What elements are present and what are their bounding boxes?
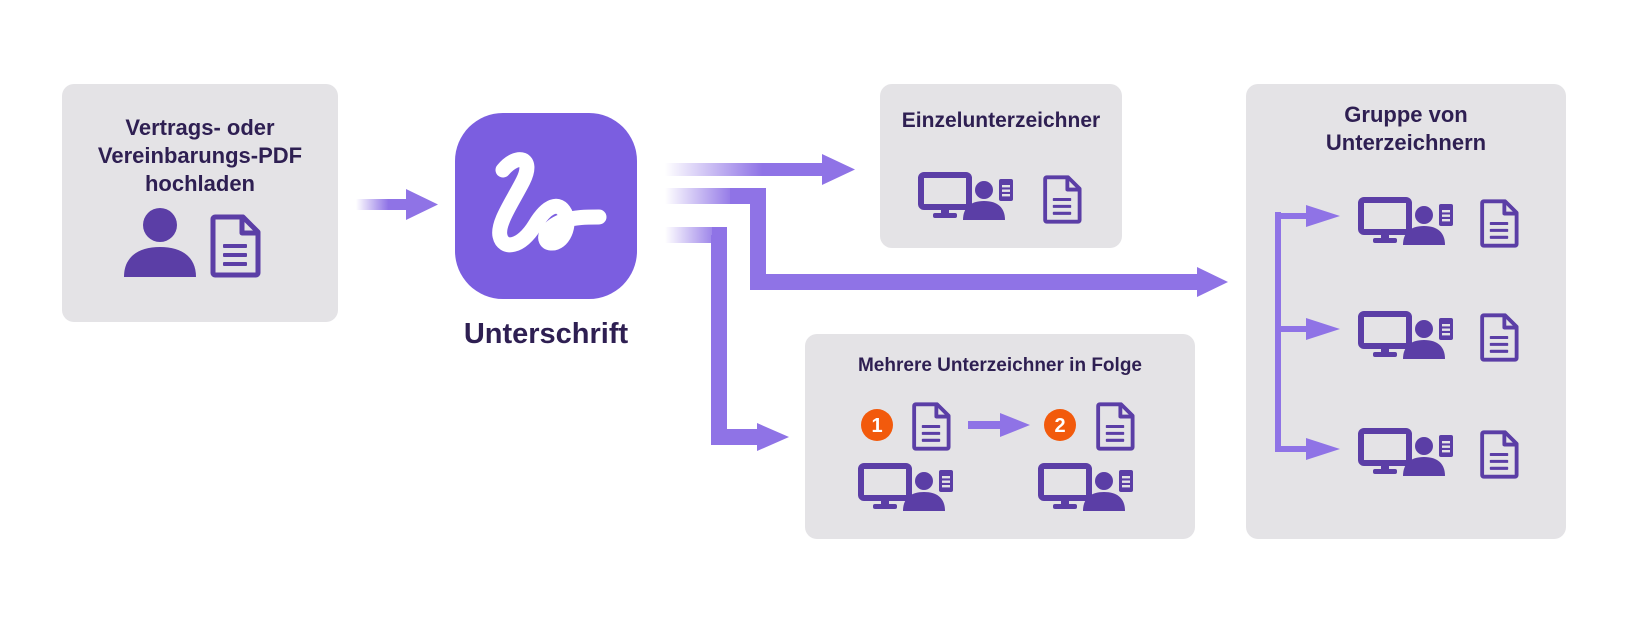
signature-icon (492, 152, 607, 253)
arrow-to-sequence (665, 227, 762, 445)
sequence-signers-title: Mehrere Unterzeichner in Folge (857, 355, 1142, 376)
person-icon (124, 208, 196, 277)
app-name: Unterschrift (463, 318, 629, 350)
document-icon (1043, 175, 1082, 224)
upload-box: Vertrags- oder Vereinbarungs-PDF hochlad… (62, 84, 338, 322)
upload-title: Vertrags- oder Vereinbarungs-PDF hochlad… (97, 115, 303, 196)
group-signers-title: Gruppe von Unterzeichnern (1325, 102, 1487, 155)
arrow-to-single (665, 163, 827, 176)
single-signer-box: Einzelunterzeichner (880, 84, 1122, 248)
sequence-signers-box: Mehrere Unterzeichner in Folge (805, 334, 1195, 539)
devices-icon (918, 172, 1014, 222)
document-icon (207, 212, 263, 282)
group-signers-box: Gruppe von Unterzeichnern (1246, 84, 1566, 539)
single-signer-title: Einzelunterzeichner (901, 109, 1101, 132)
unterschrift-app-icon (455, 113, 637, 299)
